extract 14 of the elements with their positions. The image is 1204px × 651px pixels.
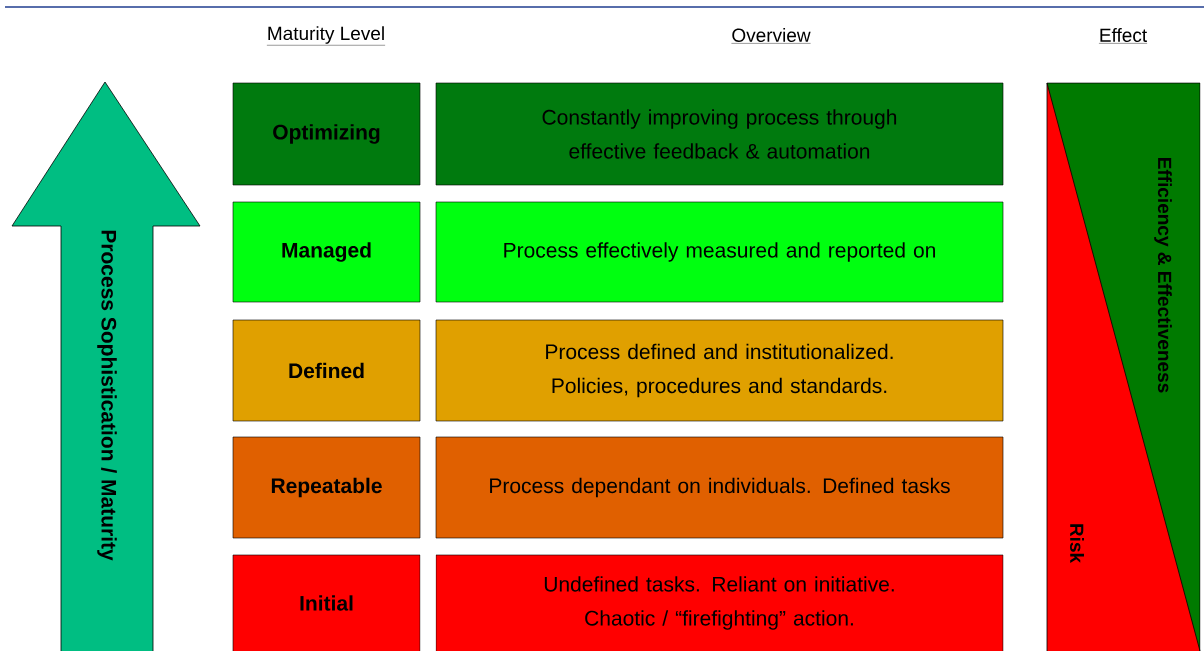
overview-box: Process defined and institutionalized. Policies, procedures and standards. — [435, 319, 1004, 422]
overview-box: Process effectively measured and reported on — [435, 201, 1004, 303]
level-box: Initial — [232, 554, 421, 651]
overview-box: Constantly improving process through effective feedback & automation — [435, 82, 1004, 186]
level-box: Defined — [232, 319, 421, 422]
level-box: Repeatable — [232, 436, 421, 539]
overview-box: Process dependant on individuals. Defined tasks — [435, 436, 1004, 539]
column-heading: Effect — [1098, 28, 1148, 44]
level-box: Managed — [232, 201, 421, 303]
effect-bar: Efficiency & Effectiveness Risk — [1046, 82, 1201, 651]
overview-box: Undefined tasks. Reliant on initiative. Chaotic / “firefighting” action. — [435, 554, 1004, 651]
column-heading: Maturity Level — [266, 26, 386, 46]
level-box: Optimizing — [232, 82, 421, 186]
column-heading: Overview — [731, 28, 811, 44]
